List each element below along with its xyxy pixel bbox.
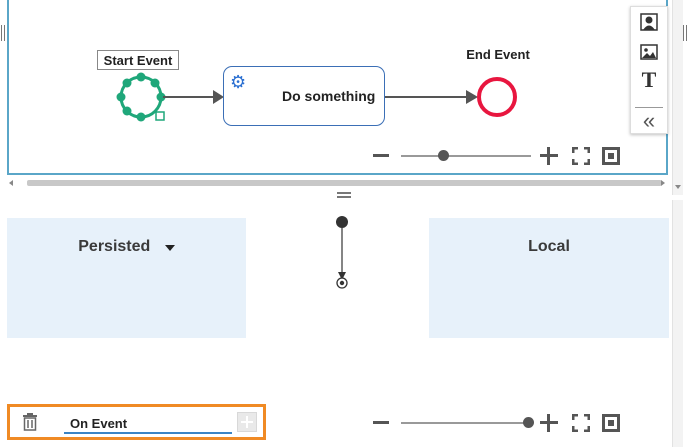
vertical-scrollbar-top[interactable] (672, 0, 683, 195)
horizontal-scrollbar[interactable] (7, 177, 668, 189)
task-do-something[interactable]: ⚙ Do something (223, 66, 385, 126)
left-resize-handle[interactable] (0, 25, 6, 41)
bottom-zoom-slider-track[interactable] (401, 422, 531, 424)
bottom-zoom-out-button[interactable] (373, 421, 389, 424)
add-event-button[interactable] (237, 412, 257, 432)
sequence-flow-2[interactable] (385, 90, 478, 104)
initial-state-dot (336, 216, 348, 228)
fullscreen-icon[interactable] (571, 146, 591, 166)
pane-splitter[interactable] (337, 192, 351, 198)
zoom-slider-track[interactable] (401, 155, 531, 157)
persisted-title[interactable]: Persisted (7, 238, 246, 256)
local-title: Local (528, 238, 570, 255)
trash-icon[interactable] (22, 413, 38, 436)
event-editor-bar (7, 404, 266, 440)
end-event[interactable] (477, 77, 517, 117)
start-event[interactable] (116, 72, 166, 122)
local-state-panel[interactable]: Local (429, 218, 669, 338)
sequence-flow-1[interactable] (163, 90, 224, 104)
bottom-zoom-in-button[interactable] (540, 414, 558, 432)
bottom-fit-to-view-icon[interactable] (602, 414, 620, 432)
end-event-label: End Event (466, 47, 530, 62)
image-icon[interactable] (639, 42, 659, 62)
palette-divider (635, 107, 663, 108)
start-event-label: Start Event (97, 50, 179, 70)
vertical-scrollbar-bottom[interactable] (672, 200, 683, 447)
zoom-out-button[interactable] (373, 154, 389, 157)
state-transition (336, 216, 348, 289)
event-name-input[interactable] (64, 414, 232, 434)
text-icon[interactable]: T (641, 67, 657, 92)
task-label: Do something (282, 88, 376, 104)
zoom-in-button[interactable] (540, 147, 558, 165)
caret-down-icon[interactable] (164, 238, 175, 256)
gear-icon: ⚙ (230, 72, 247, 92)
bottom-zoom-slider-thumb[interactable] (522, 417, 534, 428)
fit-to-view-icon[interactable] (602, 147, 620, 165)
zoom-slider-thumb[interactable] (438, 150, 450, 161)
horizontal-scroll-thumb[interactable] (27, 180, 662, 186)
persisted-state-panel[interactable]: Persisted (7, 218, 246, 338)
bottom-fullscreen-icon[interactable] (571, 413, 591, 433)
user-icon[interactable] (639, 12, 659, 32)
diagram-svg (116, 72, 517, 122)
collapse-icon[interactable]: « (642, 108, 656, 133)
right-resize-handle[interactable] (683, 25, 687, 41)
tool-palette: T « (630, 6, 668, 134)
